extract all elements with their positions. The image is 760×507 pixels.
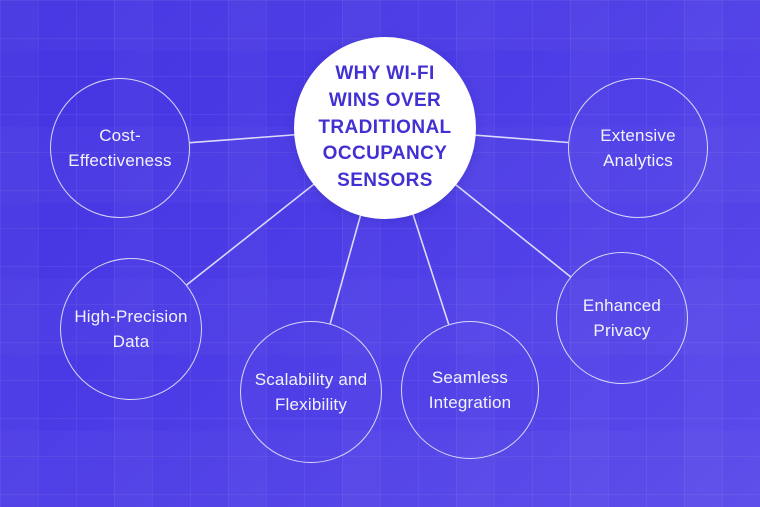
node-extensive-analytics: Extensive Analytics bbox=[568, 78, 708, 218]
center-title-line: SENSORS bbox=[337, 170, 433, 192]
node-label-line: High-Precision bbox=[74, 306, 188, 326]
center-title-line: WINS OVER bbox=[328, 89, 442, 111]
node-high-precision-data: High-Precision Data bbox=[60, 258, 202, 400]
node-label-scalability-flexibility: Scalability and Flexibility bbox=[255, 367, 368, 418]
node-label-line: Effectiveness bbox=[68, 151, 172, 170]
node-label-high-precision-data: High-Precision Data bbox=[74, 304, 187, 355]
node-label-extensive-analytics: Extensive Analytics bbox=[600, 123, 676, 174]
node-label-line: Privacy bbox=[593, 321, 651, 340]
node-label-line: Cost- bbox=[99, 125, 141, 145]
center-title-line: TRADITIONAL bbox=[318, 116, 452, 138]
node-label-enhanced-privacy: Enhanced Privacy bbox=[583, 293, 661, 344]
node-label-seamless-integration: Seamless Integration bbox=[429, 365, 512, 416]
node-label-line: Analytics bbox=[603, 151, 673, 170]
node-label-line: Extensive bbox=[600, 125, 676, 145]
center-node-why-wifi-wins: WHY WI-FI WINS OVER TRADITIONAL OCCUPANC… bbox=[294, 37, 476, 219]
node-cost-effectiveness: Cost- Effectiveness bbox=[50, 78, 190, 218]
node-label-line: Data bbox=[112, 332, 150, 351]
node-label-line: Scalability and bbox=[254, 369, 368, 389]
center-title-line: WHY WI-FI bbox=[335, 62, 435, 84]
center-title-line: OCCUPANCY bbox=[322, 143, 448, 165]
node-seamless-integration: Seamless Integration bbox=[401, 321, 539, 459]
node-scalability-flexibility: Scalability and Flexibility bbox=[240, 321, 382, 463]
node-label-line: Seamless bbox=[431, 367, 509, 387]
node-label-line: Enhanced bbox=[582, 295, 662, 315]
node-label-cost-effectiveness: Cost- Effectiveness bbox=[68, 123, 171, 174]
center-node-title: WHY WI-FI WINS OVER TRADITIONAL OCCUPANC… bbox=[318, 61, 451, 196]
node-label-line: Flexibility bbox=[274, 395, 348, 414]
node-enhanced-privacy: Enhanced Privacy bbox=[556, 252, 688, 384]
node-label-line: Integration bbox=[428, 393, 512, 412]
